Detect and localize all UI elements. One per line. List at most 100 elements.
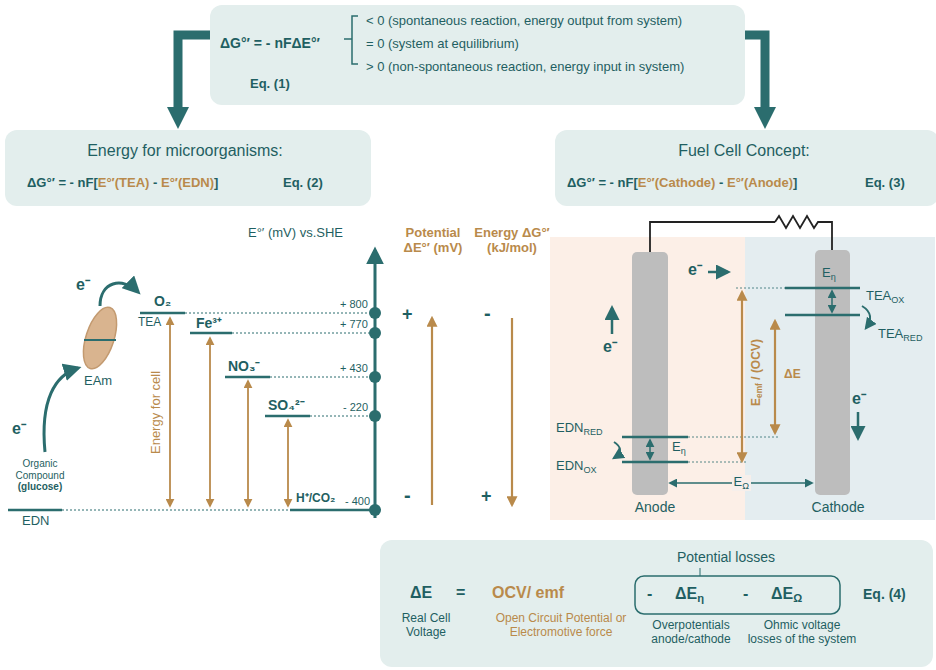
electron-flow-arrow [44, 368, 78, 452]
text-run: OX [583, 465, 596, 475]
text-run: NO₃⁻ [228, 358, 260, 374]
text-run: H⁺/CO₂ [296, 491, 335, 505]
diagram-label: Energy for cell [149, 370, 164, 453]
energy-arrow [247, 381, 249, 506]
text-run: E [734, 474, 743, 489]
text-run: TEA [878, 326, 903, 341]
text-run: = 0 (system at equilibrium) [366, 36, 519, 51]
energy-level [622, 436, 688, 439]
leader-line [700, 568, 701, 576]
node-text: = 0 (system at equilibrium) [366, 37, 519, 52]
text-run: TEA [866, 288, 891, 303]
text-run: - [647, 585, 652, 602]
energy-level [831, 291, 833, 312]
diagram-label: e⁻ [76, 276, 90, 294]
electrode [632, 252, 668, 495]
node-text: Potential losses [677, 549, 775, 565]
node-shape [635, 576, 840, 614]
node-text: < 0 (spontaneous reaction, energy output… [366, 14, 682, 29]
energy-arrow [511, 318, 513, 505]
equation-panel: ΔE = OCV/ emf Eq. (4) Real Cell Voltage Open … [380, 540, 933, 667]
text-run: Cathode [812, 499, 865, 515]
text-run: Energy ΔG°′ (kJ/mol) [474, 225, 549, 255]
acceptor-level [8, 313, 370, 510]
energy-level [622, 461, 688, 464]
text-run: = [456, 584, 465, 601]
text-run: Ohmic voltage losses of the system [748, 618, 857, 646]
text-run: E [822, 265, 831, 280]
diagram-label: TEAOX [866, 289, 904, 305]
node-shape [555, 130, 936, 206]
acceptor-level [270, 377, 369, 378]
external-circuit-wire [650, 216, 832, 272]
text-run: O₂ [154, 293, 171, 309]
text-run: e⁻ [688, 261, 702, 278]
diagram-label: Organic Compound (glucose) [0, 458, 81, 493]
diagram-label: NO₃⁻ [228, 358, 260, 374]
diagram-label: + 800 [340, 298, 368, 311]
text-run: + 430 [340, 362, 368, 374]
text-run: Real Cell Voltage [402, 611, 451, 639]
text-run: RED [583, 427, 602, 437]
acceptor-level [290, 509, 370, 512]
text-run: - [715, 175, 727, 190]
equation-bracket [344, 16, 358, 64]
text-run: E°′(Cathode) [638, 175, 716, 190]
external-circuit-wire [708, 271, 728, 274]
text-run: OCV/ emf [492, 584, 564, 601]
text-run: - 220 [343, 401, 368, 413]
node-text: Ohmic voltage losses of the system [746, 619, 858, 647]
text-run: Potential losses [677, 549, 775, 565]
text-run: ΔE [410, 584, 432, 601]
diagram-label: + 770 [340, 318, 368, 331]
bacterium [77, 303, 123, 373]
equation-bracket [344, 38, 352, 40]
node-shape [745, 237, 935, 520]
text-run: Potential ΔE°′ (mV) [404, 225, 463, 255]
electron-direction-arrow [857, 412, 860, 438]
diagram-label: e⁻ [852, 390, 866, 408]
text-run: η [697, 592, 704, 604]
energy-level [622, 288, 860, 483]
diagram-label: - [404, 484, 411, 507]
acceptor-level [190, 332, 232, 335]
text-run: SO₄²⁻ [268, 397, 305, 413]
equation-panel: ΔG°′ = - nFΔE°′ < 0 (spontaneous reaction… [210, 5, 745, 105]
external-circuit-wire [650, 222, 775, 252]
text-run: E°′(EDN) [161, 175, 214, 190]
text-run: ΔG°′ = - nFΔE°′ [220, 35, 320, 51]
text-run: Eq. (1) [250, 76, 290, 91]
loss-group-box: Potential losses-ΔEη-ΔEΩ [635, 576, 840, 614]
text-run: EAm [84, 373, 112, 388]
text-run: Open Circuit Potential or Electromotive … [496, 611, 627, 639]
diagram-label: TEARED [878, 327, 923, 343]
node-text: Eq. (4) [863, 586, 906, 602]
text-run: E°′(TEA) [98, 175, 150, 190]
electrode-chamber: Anode [550, 237, 745, 520]
text-run: Eq. (4) [863, 586, 906, 602]
energy-level [688, 437, 780, 438]
node-text: Eq. (2) [283, 176, 323, 191]
diagram-label: SO₄²⁻ [268, 397, 305, 413]
node-text: Fuel Cell Concept: [555, 142, 933, 160]
text-run: E°′ (mV) vs.SHE [248, 225, 343, 240]
potential-axis [369, 504, 381, 516]
node-text: > 0 (non-spontaneous reaction, energy in… [366, 60, 684, 75]
text-run: (glucose) [18, 481, 62, 492]
text-run: Ω [742, 481, 749, 491]
flow-arrow [178, 35, 210, 118]
diagram-label: + [481, 486, 492, 507]
text-run: Overpotentials anode/cathode [651, 618, 730, 646]
electrode-chamber: Cathode [745, 237, 935, 520]
text-run: EDN [556, 458, 583, 473]
potential-axis [369, 410, 381, 422]
diagram-label: - 220 [343, 401, 368, 414]
potential-axis [369, 307, 381, 319]
panel-fill [5, 5, 936, 667]
text-run: < 0 (spontaneous reaction, energy output… [366, 13, 682, 28]
node-text: Open Circuit Potential or Electromotive … [476, 612, 646, 640]
diagram-label: EDN [22, 514, 49, 529]
node-text: ΔE [410, 584, 432, 602]
text-run: TEA [138, 315, 161, 329]
bacterium [84, 339, 116, 341]
